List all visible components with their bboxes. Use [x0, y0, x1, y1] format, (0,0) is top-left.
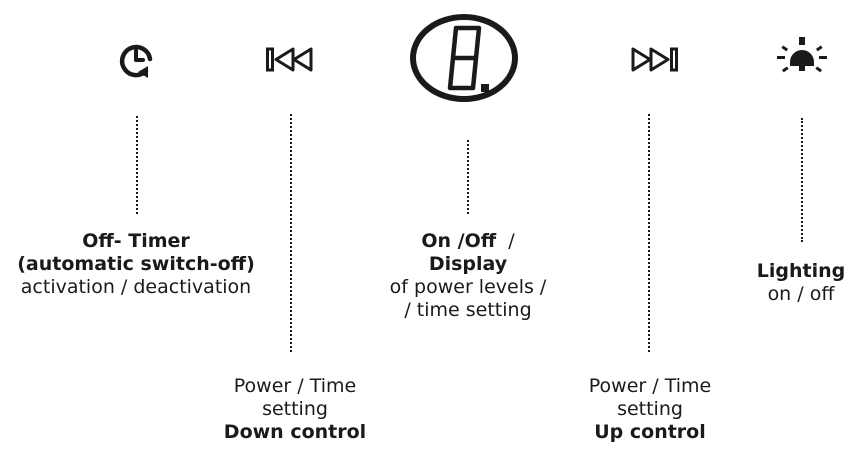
onoff-sep: / [508, 230, 515, 252]
light-label: Lighting on / off [746, 260, 856, 306]
fast-forward-icon[interactable] [628, 47, 678, 73]
up-line2: setting [617, 398, 683, 420]
timer-icon[interactable] [116, 37, 158, 83]
timer-leader-line [136, 116, 138, 214]
down-line2: setting [262, 398, 328, 420]
up-line1: Power / Time [588, 375, 712, 397]
down-title: Down control [223, 421, 367, 443]
onoff-title2: Display [428, 253, 508, 275]
light-leader-line [801, 118, 803, 242]
down-line1: Power / Time [233, 375, 357, 397]
rewind-icon[interactable] [266, 47, 316, 73]
light-icon[interactable] [776, 36, 828, 80]
timer-title: Off- Timer [82, 230, 190, 252]
timer-label: Off- Timer (automatic switch-off) activa… [0, 230, 272, 299]
light-title: Lighting [756, 260, 846, 282]
up-title: Up control [594, 421, 706, 443]
light-desc: on / off [767, 283, 835, 305]
up-leader-line [648, 114, 650, 352]
onoff-label: On /Off / Display of power levels / / ti… [370, 230, 566, 322]
display-icon[interactable] [409, 12, 519, 102]
timer-subtitle: (automatic switch-off) [17, 253, 255, 275]
onoff-line1: of power levels / [389, 276, 547, 298]
up-label: Power / Time setting Up control [560, 375, 740, 444]
onoff-leader-line [467, 140, 469, 214]
onoff-title: On /Off [421, 230, 497, 252]
onoff-line2: / time setting [404, 299, 532, 321]
timer-desc: activation / deactivation [20, 276, 252, 298]
down-leader-line [290, 114, 292, 352]
down-label: Power / Time setting Down control [200, 375, 390, 444]
